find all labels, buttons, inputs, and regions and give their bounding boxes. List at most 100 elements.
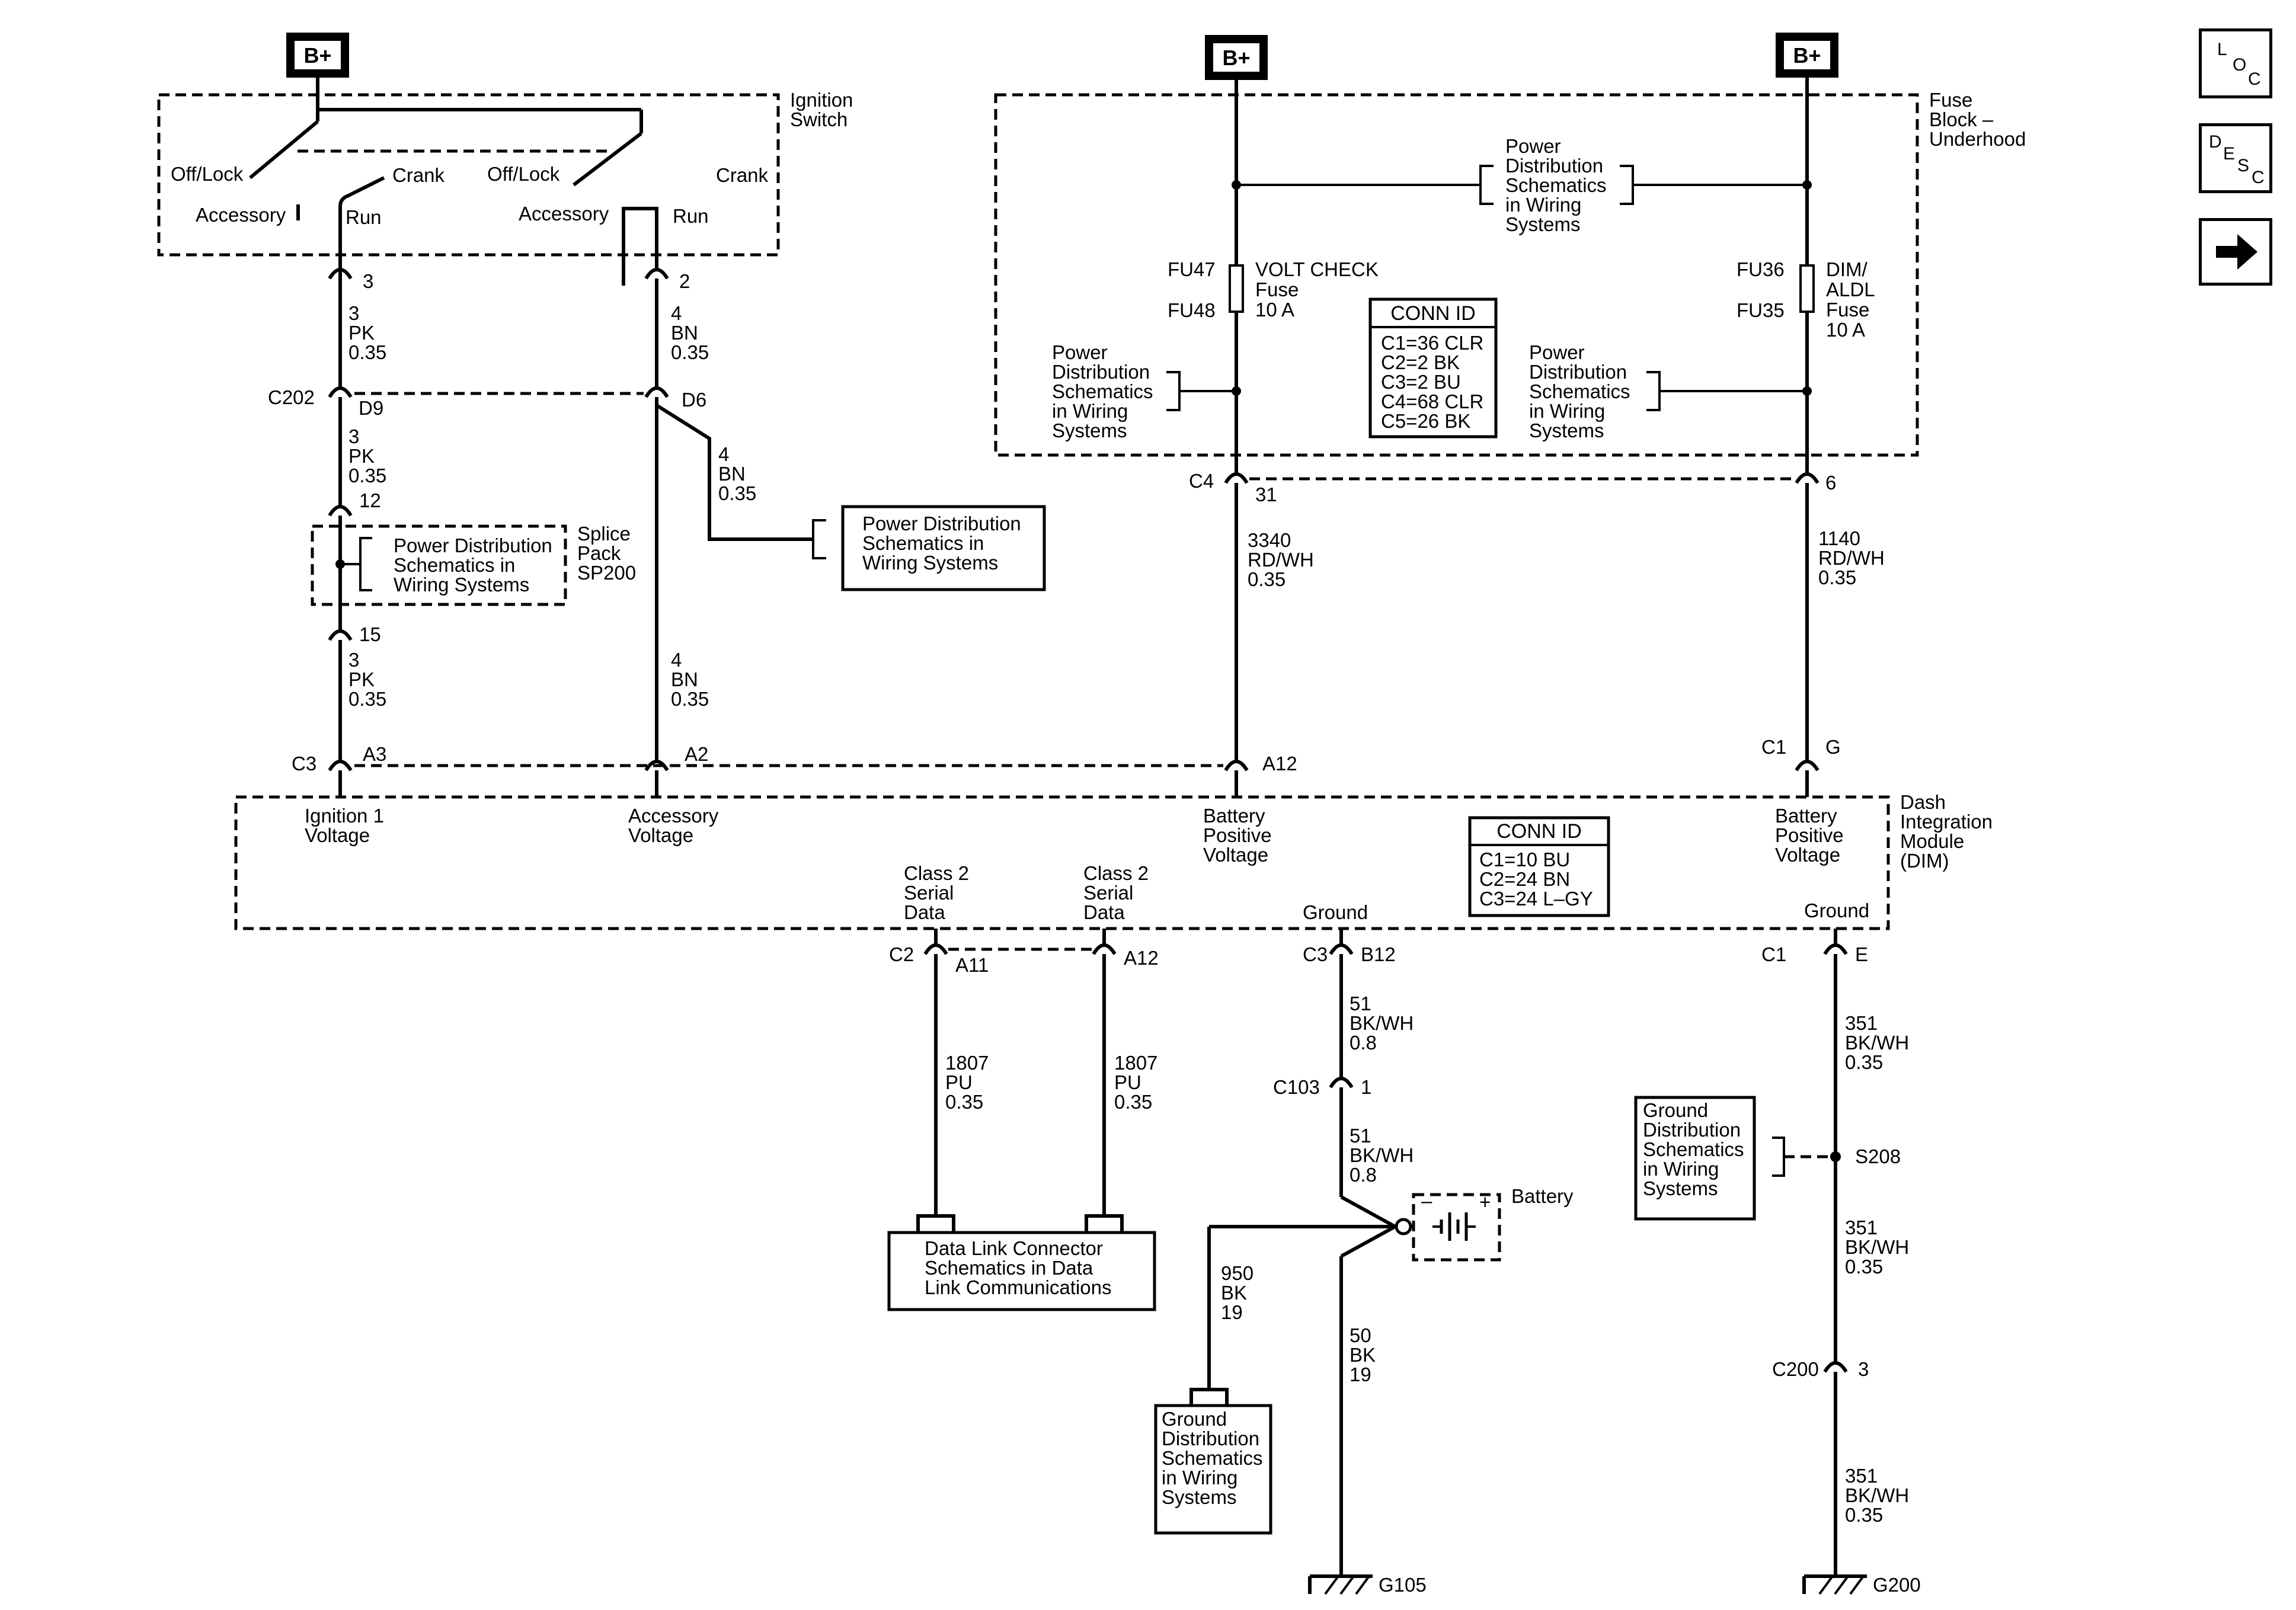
w51a-size: 0.8 [1350, 1032, 1377, 1054]
dim-batt1-1: Battery [1203, 805, 1265, 827]
gd-left-5: Systems [1162, 1486, 1237, 1508]
class2-serial-data: C2 A11 A12 1807 PU 0.35 1807 PU 0.35 [889, 929, 1159, 1231]
bplus-label-fuse-left: B+ [1222, 46, 1250, 70]
w3c-size: 0.35 [348, 688, 386, 710]
dim-batt1-2: Positive [1203, 824, 1272, 846]
ground-distribution-ref-left[interactable]: Ground Distribution Schematics in Wiring… [1154, 1404, 1272, 1535]
splice-pack-outline [311, 524, 567, 606]
w950-color: BK [1221, 1282, 1247, 1304]
fuse-conn-id-box [1368, 297, 1498, 438]
ign-run-right: Run [673, 205, 709, 227]
circuit-4-bn: 2 4 BN 0.35 D6 4 BN 0.35 4 BN 0.35 [644, 220, 826, 797]
fuse-conn-c3: C3=2 BU [1381, 371, 1461, 393]
w3340-color: RD/WH [1248, 549, 1314, 571]
dim-class2a-2: Serial [904, 882, 954, 904]
g105-label: G105 [1379, 1574, 1427, 1596]
loc-letter-o: O [2233, 55, 2247, 75]
fuse-conn-c1: C1=36 CLR [1381, 332, 1483, 354]
circuit-3340: 3340 RD/WH 0.35 [1224, 483, 1314, 797]
w1807b-size: 0.35 [1114, 1091, 1152, 1113]
desc-letter-e: E [2223, 144, 2236, 164]
w351a-circuit: 351 [1845, 1012, 1878, 1034]
s208-label: S208 [1855, 1145, 1901, 1167]
w351c-size: 0.35 [1845, 1504, 1883, 1526]
dim-class2b-1: Class 2 [1083, 862, 1149, 884]
dim-acc-2: Voltage [628, 824, 693, 846]
battery-minus: – [1421, 1190, 1432, 1212]
dlc-2: Schematics in Data [925, 1257, 1093, 1279]
pin-3-label: 3 [363, 270, 373, 292]
dim-c1-label: C1 [1761, 736, 1786, 758]
w50-size: 19 [1350, 1363, 1371, 1385]
fuse-block-title-1: Fuse [1929, 89, 1972, 111]
w51a-color: BK/WH [1350, 1012, 1414, 1034]
data-link-connector-ref[interactable]: Data Link Connector Schematics in Data L… [887, 1231, 1156, 1311]
c4-label: C4 [1189, 470, 1214, 492]
w3340-size: 0.35 [1248, 568, 1285, 590]
w1807a-circuit: 1807 [945, 1052, 989, 1074]
gd-right-3: Schematics [1643, 1138, 1744, 1160]
dim-outline [234, 795, 1890, 930]
sp-ref-1: Power Distribution [394, 534, 552, 556]
fu36-label: FU36 [1737, 258, 1785, 280]
dim-class2b-2: Serial [1083, 882, 1133, 904]
ign-accessory-right: Accessory [519, 203, 609, 225]
dim-title-2: Integration [1900, 811, 1993, 833]
w351b-circuit: 351 [1845, 1217, 1878, 1238]
dim-title-3: Module [1900, 830, 1964, 852]
desc-letter-c: C [2252, 168, 2265, 187]
dim-g-label: G [1825, 736, 1841, 758]
pd-left-3: Schematics [1052, 380, 1153, 402]
pd-top-3: Schematics [1505, 174, 1607, 196]
sp-title-1: Splice [577, 523, 631, 545]
c200-pin3-label: 3 [1858, 1358, 1869, 1380]
sp-ref-2: Schematics in [394, 554, 515, 576]
fuse2-name-1: DIM/ [1826, 258, 1868, 280]
dim-conn-c3: C3=24 L–GY [1479, 888, 1593, 910]
fuse1-rating: 10 A [1255, 299, 1294, 321]
ign-offlock-left: Off/Lock [171, 163, 244, 185]
gd-left-1: Ground [1162, 1408, 1227, 1430]
fuse-volt-check [1229, 264, 1244, 313]
pd-ref-box-middle[interactable]: Power Distribution Schematics in Wiring … [841, 505, 1046, 591]
fuse1-type: Fuse [1255, 279, 1299, 300]
gd-right-1: Ground [1643, 1099, 1708, 1121]
splice-pack-sp200: Power Distribution Schematics in Wiring … [311, 523, 636, 606]
w1140-size: 0.35 [1818, 566, 1856, 588]
w51b-circuit: 51 [1350, 1125, 1371, 1147]
pd-mid-2: Schematics in [862, 532, 984, 554]
fuse2-rating: 10 A [1826, 319, 1865, 341]
w950-size: 19 [1221, 1301, 1243, 1323]
w4-branch-color: BN [718, 463, 746, 485]
w3c-color: PK [348, 668, 375, 690]
desc-button[interactable]: D E S C [2199, 123, 2272, 193]
pd-top-1: Power [1505, 135, 1561, 157]
pd-right-2: Distribution [1529, 361, 1627, 383]
pd-top-2: Distribution [1505, 155, 1603, 177]
fu35-label: FU35 [1737, 299, 1785, 321]
dim-a3-label: A3 [363, 743, 386, 765]
w351b-size: 0.35 [1845, 1256, 1883, 1278]
dim-title-1: Dash [1900, 791, 1946, 813]
dim-conn-c2: C2=24 BN [1479, 868, 1570, 890]
w4b-color: BN [671, 668, 698, 690]
next-page-button[interactable] [2199, 218, 2272, 286]
fuse-conn-c5: C5=26 BK [1381, 410, 1470, 432]
w3a-circuit: 3 [348, 302, 359, 324]
dim-ign1-2: Voltage [305, 824, 370, 846]
w351c-color: BK/WH [1845, 1484, 1909, 1506]
pin-2-label: 2 [679, 270, 690, 292]
ground-distribution-ref-right[interactable]: Ground Distribution Schematics in Wiring… [1634, 1096, 1756, 1221]
w4-branch-size: 0.35 [718, 482, 756, 504]
dim-ground1: Ground [1303, 901, 1368, 923]
loc-button[interactable]: L O C [2199, 28, 2272, 98]
c103-label: C103 [1273, 1076, 1320, 1098]
w3a-size: 0.35 [348, 341, 386, 363]
ign-title-1: Ignition [790, 89, 853, 111]
c202-label: C202 [268, 386, 315, 408]
w4b-size: 0.35 [671, 688, 709, 710]
dim-e-label: E [1855, 943, 1868, 965]
w4a-color: BN [671, 322, 698, 344]
w51a-circuit: 51 [1350, 993, 1371, 1014]
